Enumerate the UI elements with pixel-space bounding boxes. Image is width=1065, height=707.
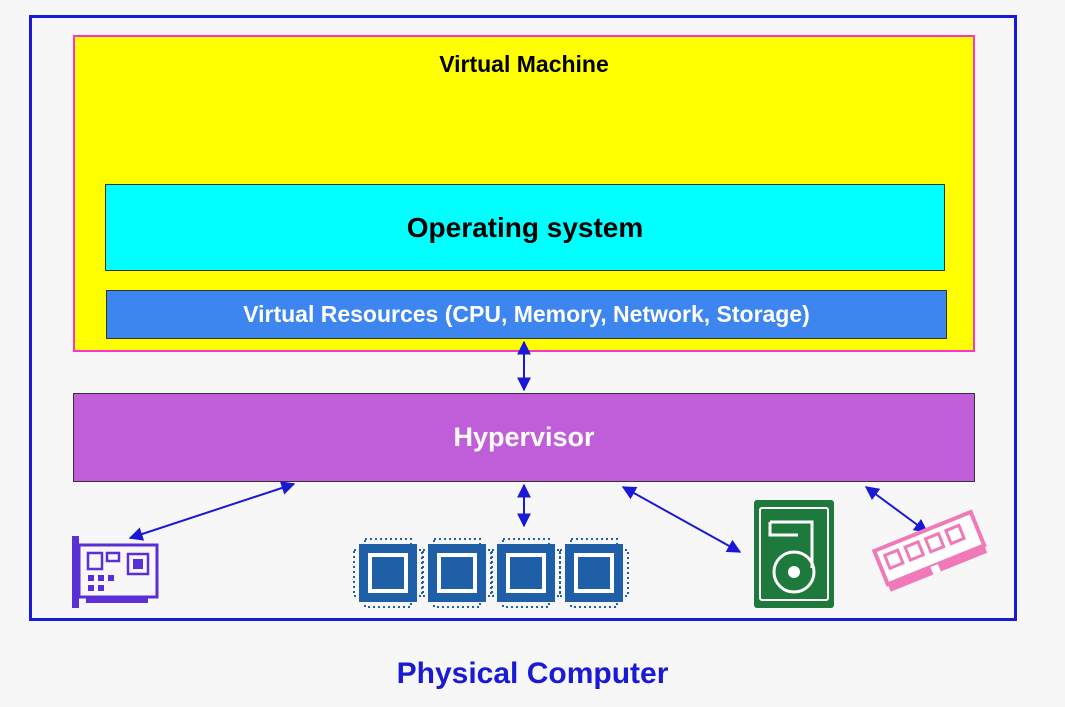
ram-module-icon [871, 509, 988, 592]
arrow-hypervisor-network-card [128, 481, 296, 541]
operating-system-box: Operating system [105, 184, 945, 271]
cpu-chip-icon [353, 538, 629, 608]
virtual-resources-box: Virtual Resources (CPU, Memory, Network,… [106, 290, 947, 339]
physical-computer-label: Physical Computer [396, 657, 669, 690]
arrow-hypervisor-hard-drive [621, 486, 742, 553]
virtual-machine-title: Virtual Machine [439, 51, 609, 77]
hard-drive-icon [754, 500, 834, 608]
network-card-icon [72, 536, 159, 608]
hypervisor-box: Hypervisor [73, 393, 975, 482]
arrow-hypervisor-ram [864, 486, 929, 533]
